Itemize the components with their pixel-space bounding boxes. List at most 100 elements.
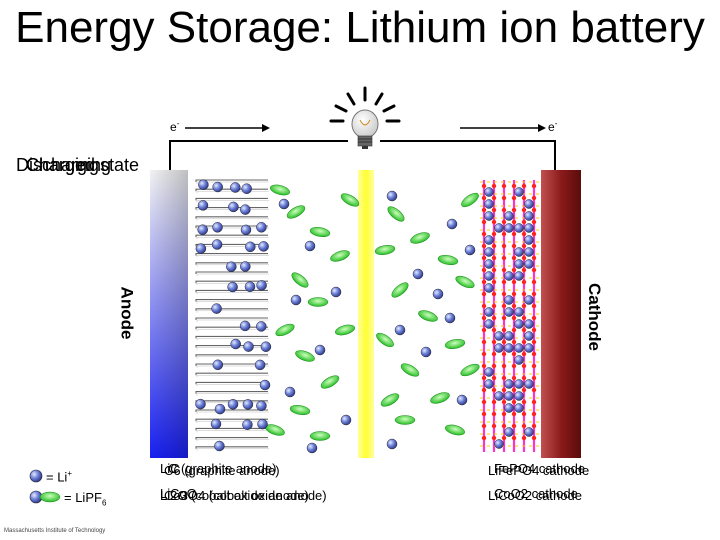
graphite-layer-shadow (196, 273, 269, 276)
lattice-atom (521, 411, 527, 417)
lattice-atom (531, 267, 537, 273)
graphite-layer (195, 345, 268, 348)
lithium-ion (524, 247, 534, 257)
graphite-layer-shadow (196, 393, 269, 396)
lithium-ion (212, 359, 224, 371)
lithium-ion (260, 341, 272, 352)
lithium-ions (195, 179, 534, 454)
lithium-ion (524, 211, 534, 221)
graphite-layer (195, 391, 268, 394)
lithium-ion (514, 379, 524, 389)
state-label-charging: Charging (26, 155, 100, 175)
anode-material-1: LiC (160, 461, 180, 476)
electrolyte-molecule (309, 226, 331, 238)
electrolyte-molecule (387, 206, 405, 222)
electrolyte-molecule (444, 338, 466, 350)
lattice-atom (531, 279, 537, 285)
graphite-layer-shadow (196, 328, 269, 332)
lithium-ion (210, 418, 222, 430)
lithium-ion (494, 343, 504, 353)
electrolyte-molecule (430, 392, 450, 404)
electrolyte-molecule (380, 393, 400, 407)
lithium-ion (239, 320, 251, 332)
lattice-atom (501, 327, 507, 333)
graphite-layer (195, 372, 268, 376)
lattice-atom (531, 363, 537, 369)
electrolyte-molecule (340, 193, 360, 207)
lithium-ion (524, 295, 534, 305)
electrolyte-molecule (289, 404, 311, 416)
lattice-atom (481, 279, 487, 285)
lithium-ion (195, 398, 206, 410)
lithium-ion (504, 307, 514, 317)
lithium-ion (245, 241, 256, 253)
graphite-layer-shadow (196, 430, 269, 433)
graphite-layer-shadow (196, 374, 269, 378)
electrolyte-molecule (286, 205, 306, 219)
lithium-ion (257, 418, 268, 430)
electron-label-left: e- (170, 119, 180, 134)
lattice-atom (501, 291, 507, 297)
lattice-atom (481, 399, 487, 405)
state-label-charged: Charged state (26, 155, 140, 175)
lithium-ion (386, 438, 398, 450)
lithium-ion (484, 199, 494, 209)
lattice-atom (481, 219, 487, 225)
lithium-ion (278, 198, 290, 210)
lithium-ion (484, 319, 494, 329)
lattice-atom (531, 231, 537, 237)
lattice-atom (501, 423, 507, 429)
electrolyte-molecules (265, 184, 480, 441)
lattice-atom (501, 255, 507, 261)
lattice-atom (511, 375, 517, 381)
lattice-atom (511, 351, 517, 357)
lithium-ion (211, 303, 222, 314)
lattice-atom (511, 279, 517, 285)
graphite-layer (195, 308, 268, 311)
lithium-ion (432, 288, 444, 300)
lattice-atom (511, 435, 517, 441)
electrolyte-molecule (320, 375, 340, 389)
lithium-ion (524, 259, 534, 269)
graphite-layer-shadow (196, 310, 269, 313)
lattice-atom (491, 291, 497, 297)
graphite-layer (195, 446, 268, 449)
lattice-atom (511, 231, 517, 237)
lattice-atom (511, 399, 517, 405)
electrolyte-molecule (445, 424, 465, 436)
lithium-ion (256, 400, 267, 412)
lithium-ion (241, 183, 252, 194)
graphite-layer-shadow (196, 384, 269, 387)
lattice-atom (531, 207, 537, 213)
lattice-atom (501, 195, 507, 201)
lithium-ion (227, 281, 238, 293)
lattice-atom (511, 291, 517, 297)
lithium-ion (524, 379, 534, 389)
lattice-atom (481, 255, 487, 261)
lithium-ion (514, 319, 524, 329)
lattice-atom (491, 183, 497, 189)
lithium-ion (198, 179, 209, 190)
lithium-ion (514, 247, 524, 257)
lithium-ion (240, 261, 251, 272)
lattice-atom (511, 363, 517, 369)
lattice-atom (521, 351, 527, 357)
lithium-ion (484, 211, 494, 221)
graphite-layer (195, 354, 268, 357)
graphite-layer (195, 381, 268, 385)
graphite-layer-shadow (196, 411, 269, 414)
lattice-atom (481, 375, 487, 381)
anode-material-6: Co3O4 (cobalt oxide anode) (164, 488, 327, 503)
lithium-ion (494, 391, 504, 401)
lattice-atom (481, 387, 487, 393)
lattice-atom (511, 303, 517, 309)
lithium-ion (242, 419, 253, 430)
lithium-ion (420, 346, 432, 358)
lattice-atom (481, 291, 487, 297)
cathode-material-3: LiCoO2 cathode (488, 488, 582, 503)
circuit-wire (169, 140, 556, 170)
lithium-ion (259, 379, 271, 391)
electrolyte-molecule (455, 275, 475, 289)
electrolyte-molecule (400, 363, 420, 377)
graphite-layer-shadow (196, 420, 269, 424)
